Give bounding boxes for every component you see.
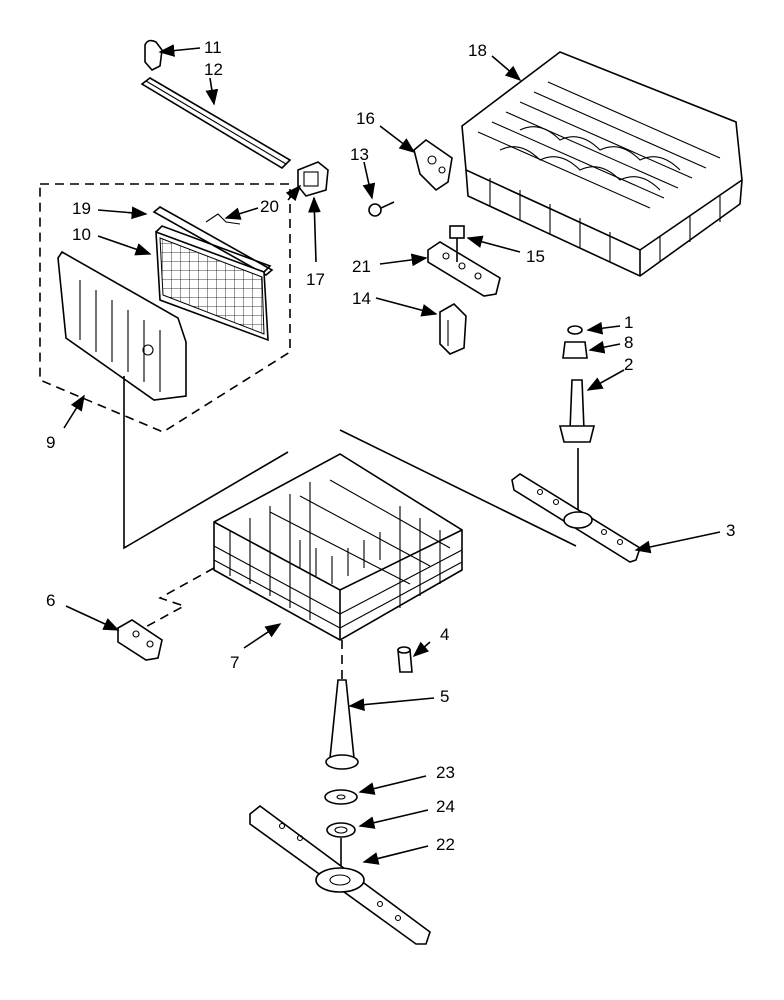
reference-line-right <box>339 429 577 547</box>
dashed-guide-6 <box>139 567 215 631</box>
callout-17: 17 <box>306 270 325 289</box>
callout-9: 9 <box>46 433 55 452</box>
part-20-wire-clip <box>205 213 241 225</box>
part-10-silverware-basket <box>155 225 272 342</box>
callout-22: 22 <box>436 835 455 854</box>
callout-8: 8 <box>624 333 633 352</box>
callout-15: 15 <box>526 247 545 266</box>
callout-7: 7 <box>230 653 239 672</box>
callout-12: 12 <box>204 60 223 79</box>
callout-4: 4 <box>440 625 449 644</box>
reference-line-left <box>123 376 289 550</box>
part-1-washer <box>567 325 583 335</box>
part-11-clip <box>144 39 163 71</box>
part-14-mount <box>439 303 467 355</box>
part-7-lower-rack <box>213 453 463 641</box>
callout-21: 21 <box>352 257 371 276</box>
part-22-lower-spray-arm <box>249 804 431 945</box>
part-9-panel <box>57 250 187 401</box>
part-4-roller <box>397 646 413 673</box>
part-15-nut <box>449 225 465 262</box>
part-13-screw <box>368 201 395 217</box>
callout-labels: 11 12 16 13 18 19 20 10 17 21 15 14 1 8 … <box>46 38 735 854</box>
leader-lines <box>63 44 721 865</box>
part-24-seal <box>326 822 356 838</box>
part-17-end-cap <box>297 161 329 197</box>
callout-14: 14 <box>352 289 371 308</box>
callout-13: 13 <box>350 145 369 164</box>
part-18-upper-rack <box>461 51 743 277</box>
callout-3: 3 <box>726 521 735 540</box>
part-8-nut <box>562 341 588 359</box>
part-19-strip <box>152 206 274 276</box>
part-23-washer <box>324 789 358 805</box>
part-3-spray-arm <box>511 448 641 563</box>
callout-24: 24 <box>436 797 455 816</box>
callout-2: 2 <box>624 355 633 374</box>
callout-23: 23 <box>436 763 455 782</box>
callout-1: 1 <box>624 313 633 332</box>
callout-11: 11 <box>204 38 222 57</box>
callout-10: 10 <box>72 225 91 244</box>
part-2-tube <box>558 379 596 443</box>
part-16-bracket <box>413 138 453 192</box>
callout-19: 19 <box>72 199 91 218</box>
part-6-clip <box>117 619 163 661</box>
callout-6: 6 <box>46 591 55 610</box>
part-12-rail <box>140 77 292 170</box>
part-5-spray-tower <box>325 679 359 770</box>
part-21-wash-arm <box>427 241 501 297</box>
callout-20: 20 <box>260 197 279 216</box>
callout-18: 18 <box>468 41 487 60</box>
callout-16: 16 <box>356 109 375 128</box>
callout-5: 5 <box>440 687 449 706</box>
